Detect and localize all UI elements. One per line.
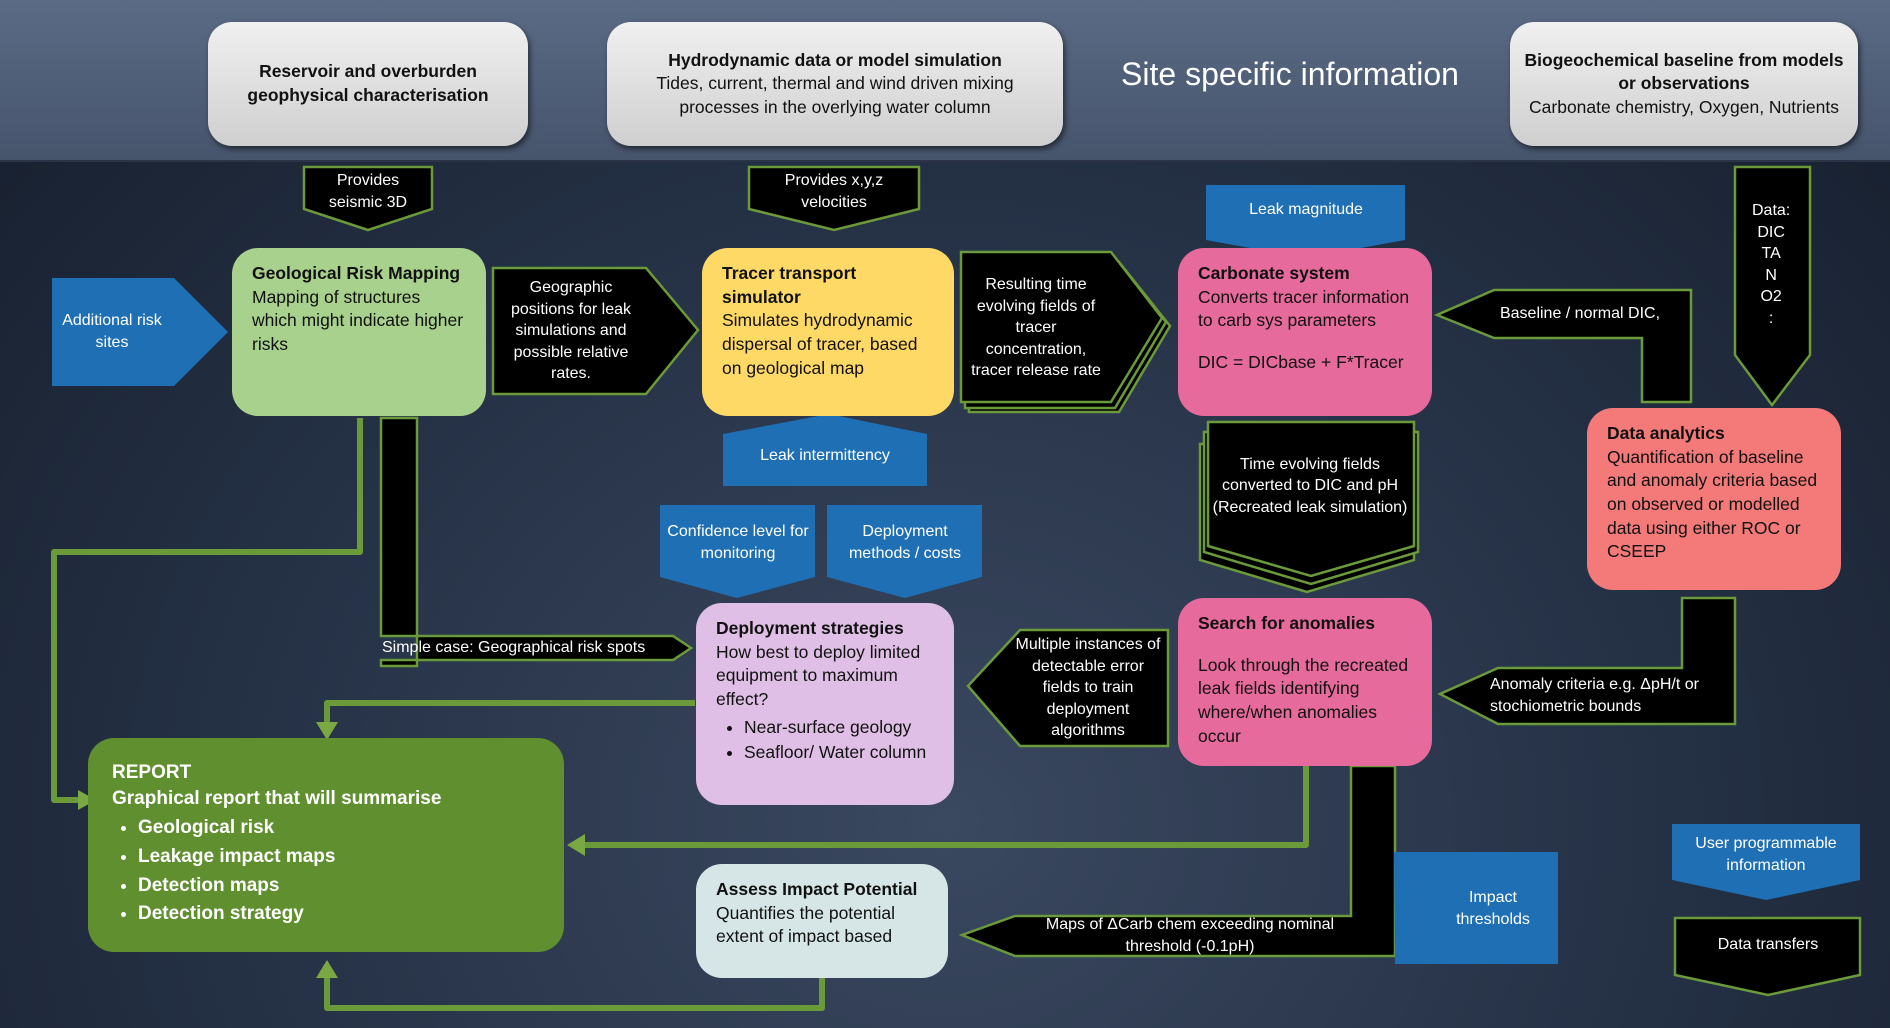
deployment-strategies-node: Deployment strategies How best to deploy… <box>696 603 954 805</box>
deployment-bullet: Seafloor/ Water column <box>744 741 934 765</box>
carbonate-system-node: Carbonate system Converts tracer informa… <box>1178 248 1432 416</box>
transfer-maps-carb-label: Maps of ΔCarb chem exceeding nominal thr… <box>1045 916 1335 955</box>
transfer-anomaly-criteria <box>1437 596 1737 726</box>
report-bullet: Detection strategy <box>138 901 540 927</box>
tracer-transport-node: Tracer transport simulator Simulates hyd… <box>702 248 954 416</box>
search-anomalies-node: Search for anomalies Look through the re… <box>1178 598 1432 766</box>
input-leak-magnitude-shape <box>1206 185 1405 258</box>
data-analytics-node: Data analytics Quantification of baselin… <box>1587 408 1841 590</box>
transfer-anomaly-criteria-label: Anomaly criteria e.g. ΔpH/t or stochiome… <box>1490 676 1699 715</box>
transfer-seismic-label: Provides seismic 3D <box>328 172 408 211</box>
carbonate-formula: DIC = DICbase + F*Tracer <box>1198 351 1404 372</box>
report-bullet: Detection maps <box>138 873 540 899</box>
arrowhead-deployment-report <box>316 722 338 740</box>
transfer-baseline-dic <box>1433 288 1693 404</box>
analytics-body: Quantification of baseline and anomaly c… <box>1607 446 1818 562</box>
hydrodynamic-box: Hydrodynamic data or model simulation Ti… <box>607 22 1063 146</box>
input-confidence-label: Confidence level for monitoring <box>667 523 809 562</box>
transfer-dic-ph-label: Time evolving fields converted to DIC an… <box>1212 455 1408 516</box>
report-node: REPORT Graphical report that will summar… <box>88 738 564 952</box>
deployment-bullets: Near-surface geology Seafloor/ Water col… <box>716 716 934 765</box>
transfer-seismic <box>302 165 434 232</box>
transfer-maps-carb <box>958 764 1397 958</box>
geological-body: Mapping of structures which might indica… <box>252 286 464 354</box>
search-body: Look through the recreated leak fields i… <box>1198 654 1409 746</box>
connector-geology-to-report <box>51 418 363 803</box>
input-additional-risk-shape <box>52 278 228 386</box>
input-deployment-methods-label: Deployment methods / costs <box>848 523 962 562</box>
input-leak-intermittency-shape <box>723 414 927 486</box>
analytics-title: Data analytics <box>1607 423 1725 443</box>
transfer-simple-case <box>379 416 694 668</box>
report-subtitle: Graphical report that will summarise <box>112 787 442 809</box>
biogeochemical-box: Biogeochemical baseline from models or o… <box>1510 22 1858 146</box>
tracer-body: Simulates hydrodynamic dispersal of trac… <box>722 310 918 378</box>
input-leak-magnitude-label: Leak magnitude <box>1249 201 1363 219</box>
carbonate-title: Carbonate system <box>1198 263 1350 283</box>
deployment-title: Deployment strategies <box>716 618 904 638</box>
impact-title: Assess Impact Potential <box>716 879 918 899</box>
site-title: Site specific information <box>1121 56 1459 92</box>
search-title: Search for anomalies <box>1198 613 1376 633</box>
transfer-geo-positions <box>491 266 700 396</box>
legend-data-transfers-label: Data transfers <box>1717 936 1819 954</box>
transfer-multiple-instances-label: Multiple instances of detectable error f… <box>1015 636 1161 740</box>
arrowhead-search-report <box>567 834 585 856</box>
transfer-time-fields-label: Resulting time evolving fields of tracer… <box>971 276 1101 380</box>
transfer-data-list-label: Data: DIC TA N O2 : <box>1752 202 1791 327</box>
deployment-body: How best to deploy limited equipment to … <box>716 641 921 709</box>
report-bullets: Geological risk Leakage impact maps Dete… <box>112 815 540 927</box>
hydro-body: Tides, current, thermal and wind driven … <box>656 73 1014 117</box>
biogeo-title: Biogeochemical baseline from models or o… <box>1524 49 1844 94</box>
legend-data-transfers-shape <box>1673 916 1862 997</box>
transfer-baseline-dic-label: Baseline / normal DIC, <box>1499 305 1661 323</box>
transfer-velocities-label: Provides x,y,z velocities <box>784 172 884 211</box>
input-impact-thresholds-label: Impact thresholds <box>1456 889 1530 928</box>
report-bullet: Leakage impact maps <box>138 844 540 870</box>
biogeo-body: Carbonate chemistry, Oxygen, Nutrients <box>1529 96 1839 117</box>
transfer-time-fields <box>959 250 1164 404</box>
assess-impact-node: Assess Impact Potential Quantifies the p… <box>696 864 948 978</box>
transfer-data-list <box>1733 165 1812 408</box>
report-bullet: Geological risk <box>138 815 540 841</box>
connector-impact-to-report <box>324 978 825 1011</box>
transfer-simple-case-label: Simple case: Geographical risk spots <box>382 639 646 657</box>
arrowhead-impact-report <box>316 960 338 978</box>
legend-user-programmable-label: User programmable information <box>1695 835 1837 874</box>
impact-body: Quantifies the potential extent of impac… <box>716 902 896 947</box>
arrowhead-geology-report <box>78 790 96 810</box>
deployment-bullet: Near-surface geology <box>744 716 934 740</box>
transfer-multiple-instances <box>966 628 1170 748</box>
connector-deployment-to-report <box>324 700 695 722</box>
carbonate-body: Converts tracer information to carb sys … <box>1198 286 1410 331</box>
input-leak-intermittency-label: Leak intermittency <box>760 447 890 465</box>
geological-risk-node: Geological Risk Mapping Mapping of struc… <box>232 248 486 416</box>
transfer-geo-positions-label: Geographic positions for leak simulation… <box>510 279 632 383</box>
connector-search-to-report <box>585 766 1309 848</box>
transfer-velocities <box>747 165 921 232</box>
input-confidence-shape <box>660 505 815 598</box>
input-deployment-methods-shape <box>827 505 982 598</box>
tracer-title: Tracer transport simulator <box>722 263 857 307</box>
report-title: REPORT <box>112 762 192 783</box>
hydro-title: Hydrodynamic data or model simulation <box>668 49 1002 70</box>
reservoir-title: Reservoir and overburden geophysical cha… <box>247 61 489 105</box>
legend-user-programmable-shape <box>1672 824 1860 900</box>
transfer-dic-ph <box>1206 420 1416 578</box>
reservoir-characterisation-box: Reservoir and overburden geophysical cha… <box>208 22 528 146</box>
geological-title: Geological Risk Mapping <box>252 263 461 283</box>
input-additional-risk-label: Additional risk sites <box>62 312 162 351</box>
input-impact-thresholds-shape-main <box>1395 852 1558 964</box>
